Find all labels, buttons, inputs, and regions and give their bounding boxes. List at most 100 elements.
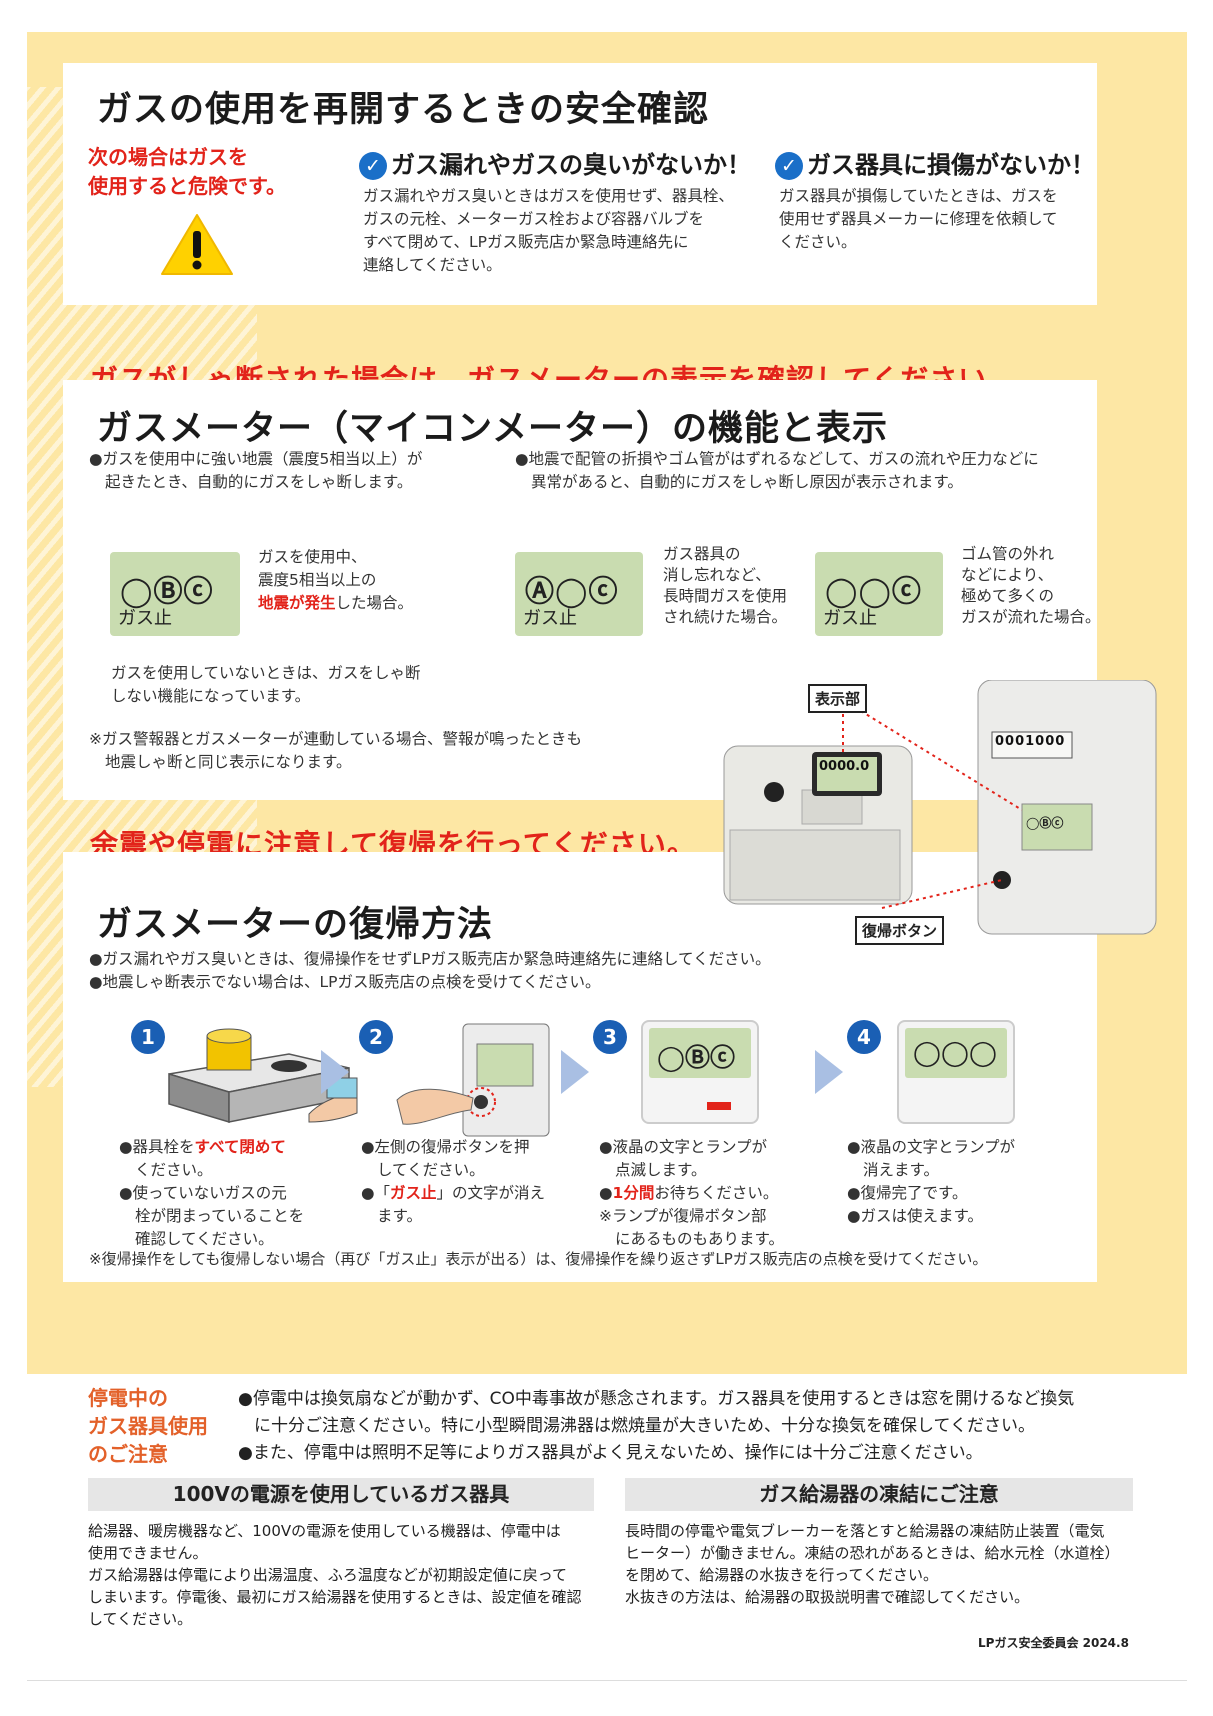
outage-heading: 停電中の ガス器具使用 のご注意 bbox=[88, 1384, 208, 1468]
gas-stop-label: ガス止 bbox=[823, 608, 877, 629]
outage-text: ●停電中は換気扇などが動かず、CO中毒事故が懸念されます。ガス器具を使用するとき… bbox=[238, 1386, 1074, 1467]
text-line: ●ガス漏れやガス臭いときは、復帰操作をせずLPガス販売店か緊急時連絡先に連絡して… bbox=[89, 950, 771, 968]
lcd-step3: ◯Ⓑⓒ bbox=[641, 1020, 759, 1124]
text-line: しまいます。停電後、最初にガス給湯器を使用するときは、設定値を確認 bbox=[88, 1588, 582, 1606]
text-line: しない機能になっています。 bbox=[111, 687, 311, 705]
text-line: ガス器具が損傷していたときは、ガスを bbox=[779, 187, 1058, 205]
lcd-symbols: ◯Ⓑⓒ bbox=[120, 574, 214, 608]
stove-illustration bbox=[168, 1028, 358, 1124]
display1-caption: ガスを使用中、 震度5相当以上の 地震が発生した場合。 bbox=[258, 546, 413, 615]
text-line: ●器具栓を bbox=[119, 1138, 195, 1156]
text-line: され続けた場合。 bbox=[663, 608, 788, 626]
text-line: ガスが流れた場合。 bbox=[961, 608, 1101, 626]
section2-title: ガスメーター（マイコンメーター）の機能と表示 bbox=[97, 409, 888, 449]
box-freeze-title: ガス給湯器の凍結にご注意 bbox=[625, 1478, 1133, 1511]
text-line: 使用せず器具メーカーに修理を依頼して bbox=[779, 210, 1058, 228]
gas-stop-label: ガス止 bbox=[118, 608, 172, 629]
text-line: ●復帰完了です。 bbox=[847, 1184, 968, 1202]
arrow-icon bbox=[321, 1050, 349, 1094]
check2-text: ガス器具が損傷していたときは、ガスを 使用せず器具メーカーに修理を依頼して くだ… bbox=[779, 185, 1058, 254]
step-number-2: 2 bbox=[359, 1020, 393, 1054]
lcd-symbols: ◯◯◯ bbox=[913, 1038, 997, 1067]
text-line: ください。 bbox=[779, 233, 857, 251]
footer-credit: LPガス安全委員会 2024.8 bbox=[978, 1636, 1129, 1650]
press-button-illustration bbox=[396, 1023, 550, 1137]
text-line: 消し忘れなど、 bbox=[663, 566, 771, 584]
lcd-symbols: ◯◯ⓒ bbox=[825, 574, 922, 608]
meter-function-panel: ガスメーター（マイコンメーター）の機能と表示 ●ガスを使用中に強い地震（震度5相… bbox=[63, 380, 1101, 800]
step-number-4: 4 bbox=[847, 1020, 881, 1054]
meter-counter-digits: 0001000 bbox=[995, 734, 1066, 749]
text-line: ●「 bbox=[361, 1184, 391, 1202]
gas-stop-label: ガス止 bbox=[523, 608, 577, 629]
check-icon: ✓ bbox=[775, 152, 803, 180]
lcd-display-forgot: Ⓐ◯ⓒ ガス止 bbox=[515, 552, 643, 636]
heading-line: ガス器具使用 bbox=[88, 1414, 208, 1438]
text-line: ゴム管の外れ bbox=[961, 545, 1055, 563]
meter-lcd-symbols: ◯Ⓑⓒ bbox=[1026, 816, 1064, 830]
text-line: 栓が閉まっていることを bbox=[135, 1207, 305, 1225]
text-line: 」の文字が消え bbox=[436, 1184, 546, 1202]
text-line: ●使っていないガスの元 bbox=[119, 1184, 287, 1202]
no-use-note: ガスを使用していないときは、ガスをしゃ断 しない機能になっています。 bbox=[111, 662, 421, 708]
step-number-3: 3 bbox=[593, 1020, 627, 1054]
text-line: ガス漏れやガス臭いときはガスを使用せず、器具栓、 bbox=[363, 187, 734, 205]
gas-stop-red: ガス止 bbox=[390, 1184, 437, 1202]
display2-caption: ガス器具の 消し忘れなど、 長時間ガスを使用 され続けた場合。 bbox=[663, 544, 787, 628]
text-line: ● bbox=[599, 1184, 613, 1202]
text-line: ●左側の復帰ボタンを押 bbox=[361, 1138, 530, 1156]
step4-text: ●液晶の文字とランプが 消えます。 ●復帰完了です。 ●ガスは使えます。 bbox=[847, 1136, 1015, 1228]
text-line: してください。 bbox=[88, 1610, 193, 1628]
text-line: に十分ご注意ください。特に小型瞬間湯沸器は燃焼量が大きいため、十分な換気を確保し… bbox=[254, 1416, 1035, 1436]
text-line: にあるものもあります。 bbox=[615, 1230, 784, 1248]
text-line: ガス給湯器は停電により出湯温度、ふろ温度などが初期設定値に戻って bbox=[88, 1566, 567, 1584]
display-tag: 表示部 bbox=[808, 684, 868, 713]
text-line: ●また、停電中は照明不足等によりガス器具がよく見えないため、操作には十分ご注意く… bbox=[238, 1443, 983, 1463]
text-line: 確認してください。 bbox=[135, 1230, 274, 1248]
text-line: 長時間ガスを使用 bbox=[663, 587, 788, 605]
alarm-note: ※ガス警報器とガスメーターが連動している場合、警報が鳴ったときも 地震しゃ断と同… bbox=[89, 728, 582, 774]
earthquake-red: 地震が発生 bbox=[258, 594, 336, 612]
reset-footnote: ※復帰操作をしても復帰しない場合（再び「ガス止」表示が出る）は、復帰操作を繰り返… bbox=[89, 1250, 988, 1268]
reset-method-panel: ガスメーターの復帰方法 ●ガス漏れやガス臭いときは、復帰操作をせずLPガス販売店… bbox=[63, 852, 1097, 1282]
lamp-icon bbox=[707, 1102, 731, 1110]
heading-line: のご注意 bbox=[88, 1442, 168, 1466]
text-line: 地震しゃ断と同じ表示になります。 bbox=[105, 753, 352, 771]
gas-meter-illustration bbox=[723, 680, 1157, 935]
text-line: してください。 bbox=[377, 1161, 485, 1179]
text-line: ●ガスは使えます。 bbox=[847, 1207, 983, 1225]
meter-lcd-digits: 0000.0 bbox=[819, 759, 870, 774]
lcd-screen: ◯Ⓑⓒ bbox=[649, 1028, 751, 1078]
text-line: ●ガスを使用中に強い地震（震度5相当以上）が bbox=[89, 450, 423, 468]
text-line: 震度5相当以上の bbox=[258, 571, 377, 589]
text-line: ※ランプが復帰ボタン部 bbox=[599, 1207, 767, 1225]
check-icon: ✓ bbox=[359, 152, 387, 180]
lcd-screen: ◯◯◯ bbox=[905, 1028, 1007, 1078]
text-line: お待ちください。 bbox=[654, 1184, 779, 1202]
heading-line: 停電中の bbox=[88, 1386, 168, 1410]
text-line: を閉めて、給湯器の水抜きを行ってください。 bbox=[625, 1566, 939, 1584]
check1-text: ガス漏れやガス臭いときはガスを使用せず、器具栓、 ガスの元栓、メーターガス栓およ… bbox=[363, 185, 734, 277]
check1-heading: ✓ガス漏れやガスの臭いがないか！ bbox=[359, 145, 751, 180]
step3-text: ●液晶の文字とランプが 点滅します。 ●1分間お待ちください。 ※ランプが復帰ボ… bbox=[599, 1136, 784, 1251]
arrow-icon bbox=[815, 1050, 843, 1094]
bullet-abnormal: ●地震で配管の折損やゴム管がはずれるなどして、ガスの流れや圧力などに 異常がある… bbox=[515, 448, 1039, 494]
lcd-symbols: Ⓐ◯ⓒ bbox=[525, 574, 619, 608]
section1-title: ガスの使用を再開するときの安全確認 bbox=[97, 90, 710, 130]
step1-text: ●器具栓をすべて閉めて ください。 ●使っていないガスの元 栓が閉まっていること… bbox=[119, 1136, 304, 1251]
one-minute-red: 1分間 bbox=[612, 1184, 655, 1202]
text-line: ガスを使用中、 bbox=[258, 548, 367, 566]
arrow-icon bbox=[561, 1050, 589, 1094]
reset-button-tag: 復帰ボタン bbox=[855, 916, 945, 945]
text-line: ●液晶の文字とランプが bbox=[599, 1138, 768, 1156]
danger-line: 使用すると危険です。 bbox=[88, 174, 286, 198]
text-line: すべて閉めて、LPガス販売店か緊急時連絡先に bbox=[363, 233, 689, 251]
lcd-display-earthquake: ◯Ⓑⓒ ガス止 bbox=[110, 552, 240, 636]
check2-title: ガス器具に損傷がないか！ bbox=[807, 151, 1095, 179]
text-line: 連絡してください。 bbox=[363, 256, 502, 274]
lcd-step4: ◯◯◯ bbox=[897, 1020, 1015, 1124]
bottom-rule bbox=[27, 1680, 1187, 1681]
text-line: 異常があると、自動的にガスをしゃ断し原因が表示されます。 bbox=[531, 473, 963, 491]
lcd-symbols: ◯Ⓑⓒ bbox=[657, 1043, 735, 1072]
text-line: した場合。 bbox=[335, 594, 414, 612]
